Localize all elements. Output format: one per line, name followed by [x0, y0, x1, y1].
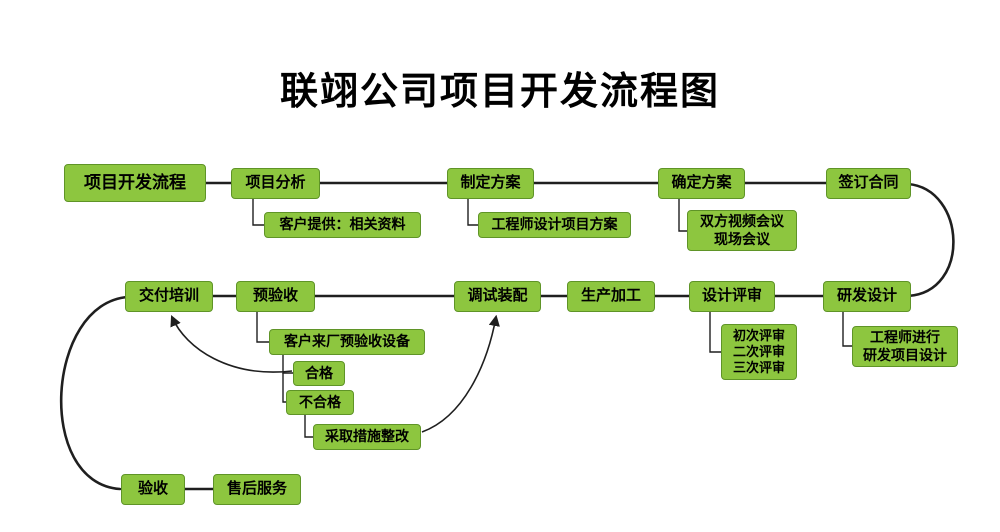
node-sign-contract: 签订合同 [826, 168, 911, 199]
node-make-plan-label: 制定方案 [460, 174, 521, 192]
node-project-analysis-label: 项目分析 [245, 174, 306, 192]
node-confirm-plan-label: 确定方案 [671, 174, 732, 192]
page-title: 联翊公司项目开发流程图 [279, 71, 720, 113]
node-after-sales: 售后服务 [213, 474, 301, 505]
preacceptance-detail-connector [256, 311, 269, 343]
node-customer-materials-label: 客户提供：相关资料 [279, 216, 406, 233]
node-after-sales-label: 售后服务 [226, 480, 287, 498]
node-qualified: 合格 [293, 361, 345, 386]
node-engineer-plan-label: 工程师设计项目方案 [491, 216, 618, 233]
node-engineer-plan: 工程师设计项目方案 [478, 212, 631, 238]
contract-to-rd-curve [906, 182, 955, 298]
node-customer-factory-acceptance: 客户来厂预验收设备 [269, 329, 425, 355]
rddesign-detail-connector [842, 311, 852, 347]
node-confirm-plan: 确定方案 [658, 168, 745, 199]
node-acceptance-label: 验收 [137, 480, 168, 498]
node-unqualified: 不合格 [286, 390, 354, 415]
node-review-round1: 初次评审 [732, 327, 785, 343]
node-engineer-rd-line1: 工程师进行 [870, 329, 940, 345]
node-production: 生产加工 [567, 281, 655, 312]
factory-to-unqualified-connector [282, 373, 286, 403]
unqualified-to-corrective-connector [304, 415, 313, 438]
node-rd-design-label: 研发设计 [836, 287, 897, 305]
node-sign-contract-label: 签订合同 [838, 174, 899, 192]
node-meetings-line1: 双方视频会议 [700, 213, 784, 229]
node-corrective-action-label: 采取措施整改 [325, 428, 409, 445]
node-acceptance: 验收 [121, 474, 185, 505]
node-review-round2: 二次评审 [732, 343, 785, 359]
node-corrective-action: 采取措施整改 [313, 424, 421, 450]
node-customer-materials: 客户提供：相关资料 [264, 212, 421, 238]
node-delivery-training: 交付培训 [125, 281, 213, 312]
confirm-detail-connector [678, 198, 687, 232]
qualified-to-training-arrow [170, 314, 293, 373]
corrective-to-debug-arrow [421, 314, 500, 433]
node-production-label: 生产加工 [580, 287, 641, 305]
plan-detail-connector [467, 198, 478, 226]
node-debug-assembly: 调试装配 [454, 281, 541, 312]
node-design-review-label: 设计评审 [701, 287, 762, 305]
node-delivery-training-label: 交付培训 [138, 287, 199, 305]
node-review-rounds: 初次评审 二次评审 三次评审 [721, 324, 797, 380]
node-engineer-rd-line2: 研发项目设计 [863, 346, 947, 363]
node-engineer-rd: 工程师进行 研发项目设计 [852, 326, 958, 367]
node-unqualified-label: 不合格 [299, 393, 341, 410]
designreview-detail-connector [709, 311, 721, 353]
node-review-round3: 三次评审 [732, 360, 785, 376]
node-project-dev-process: 项目开发流程 [64, 164, 206, 202]
node-debug-assembly-label: 调试装配 [467, 287, 528, 305]
node-rd-design: 研发设计 [823, 281, 911, 312]
training-to-acceptance-curve [59, 295, 130, 491]
node-customer-factory-acceptance-label: 客户来厂预验收设备 [284, 333, 410, 350]
node-project-dev-process-label: 项目开发流程 [84, 173, 186, 193]
analysis-detail-connector [252, 198, 264, 226]
node-pre-acceptance: 预验收 [236, 281, 315, 312]
node-project-analysis: 项目分析 [231, 168, 320, 199]
node-meetings-line2: 现场会议 [714, 230, 770, 247]
node-meetings: 双方视频会议 现场会议 [687, 210, 797, 251]
node-pre-acceptance-label: 预验收 [252, 287, 298, 305]
node-make-plan: 制定方案 [447, 168, 534, 199]
node-design-review: 设计评审 [689, 281, 775, 312]
node-qualified-label: 合格 [305, 364, 333, 381]
